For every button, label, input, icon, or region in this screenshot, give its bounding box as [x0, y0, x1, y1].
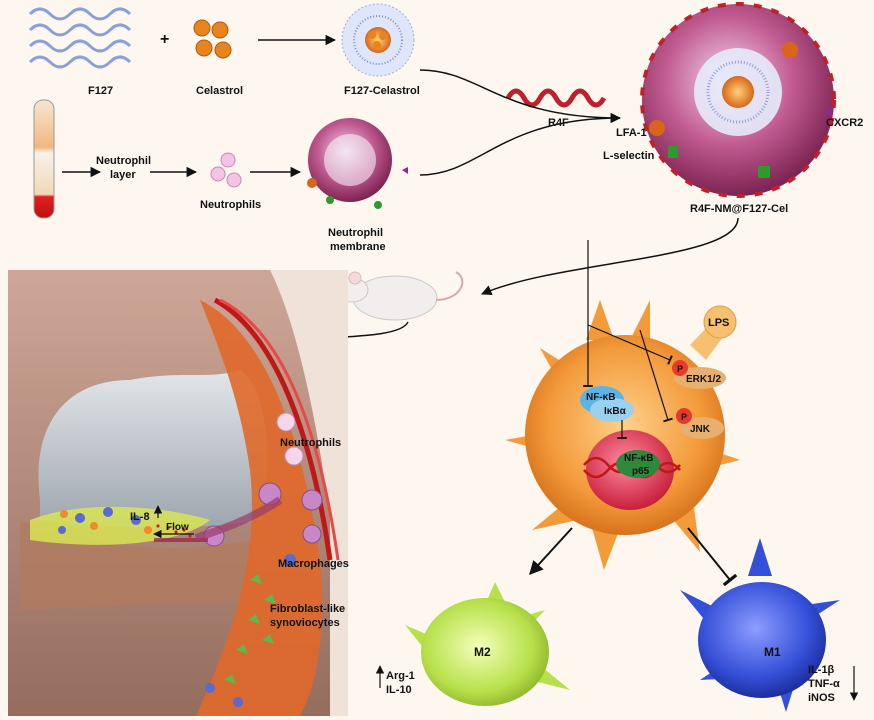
arrow-np-to-mouse	[481, 217, 739, 296]
inos-label: iNOS	[808, 692, 835, 704]
p-label-erk: P	[677, 364, 683, 374]
f127-polymer-icon	[28, 7, 132, 69]
neutrophil-membrane-icon	[307, 118, 408, 209]
lselectin-label: L-selectin	[603, 150, 655, 162]
membrane-label-2: membrane	[330, 241, 386, 253]
ikba-label: IκBα	[604, 406, 627, 417]
neutrophils-cells-label: Neutrophils	[200, 199, 261, 211]
jnk-kinase	[676, 408, 724, 439]
f127-celastrol-label: F127-Celastrol	[344, 85, 420, 97]
macrophages-label: Macrophages	[278, 558, 349, 570]
neutrophil-layer-label-1: Neutrophil	[96, 155, 151, 167]
inhibit-m1	[687, 527, 738, 587]
nfkb-p65-label-2: p65	[632, 466, 650, 477]
knee-joint-illustration	[8, 270, 348, 716]
m1-macrophage	[680, 538, 840, 712]
fls-label-1: Fibroblast-like	[270, 603, 345, 615]
celastrol-icon	[193, 19, 232, 59]
il8-label: IL-8	[130, 511, 150, 523]
blood-tube-icon	[33, 99, 55, 219]
m2-macrophage	[405, 582, 570, 706]
p-label-jnk: P	[681, 412, 687, 422]
erk-kinase	[672, 360, 726, 389]
arrow-to-m2	[529, 527, 573, 576]
flow-label: Flow	[166, 522, 189, 533]
fls-label-2: synoviocytes	[270, 617, 340, 629]
activated-macrophage	[505, 300, 740, 570]
nfkb-p65-label-1: NF-κB	[624, 453, 653, 464]
r4f-peptide-icon	[505, 88, 607, 108]
inhibit-erk	[587, 324, 673, 365]
m1-label: M1	[764, 645, 781, 659]
tnfa-label: TNF-α	[808, 678, 840, 690]
nanoparticle-label: R4F-NM@F127-Cel	[690, 203, 788, 215]
arg1-label: Arg-1	[386, 670, 415, 682]
inhibit-jnk	[639, 329, 673, 423]
il10-label: IL-10	[386, 684, 412, 696]
plus-sign: +	[160, 31, 169, 48]
m2-label: M2	[474, 645, 491, 659]
neutrophil-layer-label-2: layer	[110, 169, 136, 181]
connector-micelle	[419, 69, 621, 119]
nfkb-label: NF-κB	[586, 392, 615, 403]
r4f-label: R4F	[548, 117, 569, 129]
synovial-fluid	[30, 506, 210, 545]
jnk-label: JNK	[690, 424, 711, 435]
cxcr2-label: CXCR2	[826, 117, 863, 129]
connector-membrane	[419, 112, 622, 176]
il1b-label: IL-1β	[808, 664, 835, 676]
lps-label: LPS	[708, 317, 729, 329]
membrane-label-1: Neutrophil	[328, 227, 383, 239]
mouse-icon	[335, 271, 464, 321]
erk-label: ERK1/2	[686, 374, 721, 385]
r4f-nm-f127-cel-nanoparticle	[640, 2, 836, 198]
f127-label: F127	[88, 85, 113, 97]
lps-icon	[690, 305, 737, 360]
neutrophils-icon	[210, 152, 242, 188]
f127-celastrol-micelle-icon	[341, 3, 415, 77]
celastrol-label: Celastrol	[196, 85, 243, 97]
nfkb-p65	[616, 450, 660, 478]
lfa1-label: LFA-1	[616, 127, 647, 139]
joint-neutrophils-label: Neutrophils	[280, 437, 341, 449]
